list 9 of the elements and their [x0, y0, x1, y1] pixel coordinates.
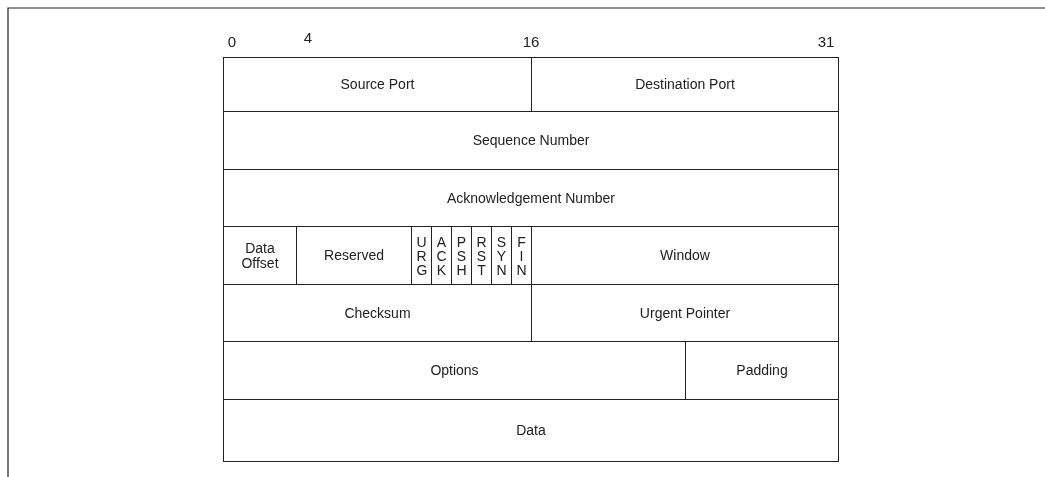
header-field: Data — [223, 399, 839, 462]
bit-offset-label: 16 — [522, 34, 540, 49]
bit-offset-label: 0 — [227, 34, 237, 49]
header-field: Sequence Number — [223, 111, 839, 170]
header-field: Acknowledgement Number — [223, 169, 839, 227]
header-field: Source Port — [223, 57, 532, 112]
bit-offset-label: 31 — [817, 34, 835, 49]
header-field: Destination Port — [531, 57, 839, 112]
bit-offset-label: 4 — [303, 30, 313, 45]
